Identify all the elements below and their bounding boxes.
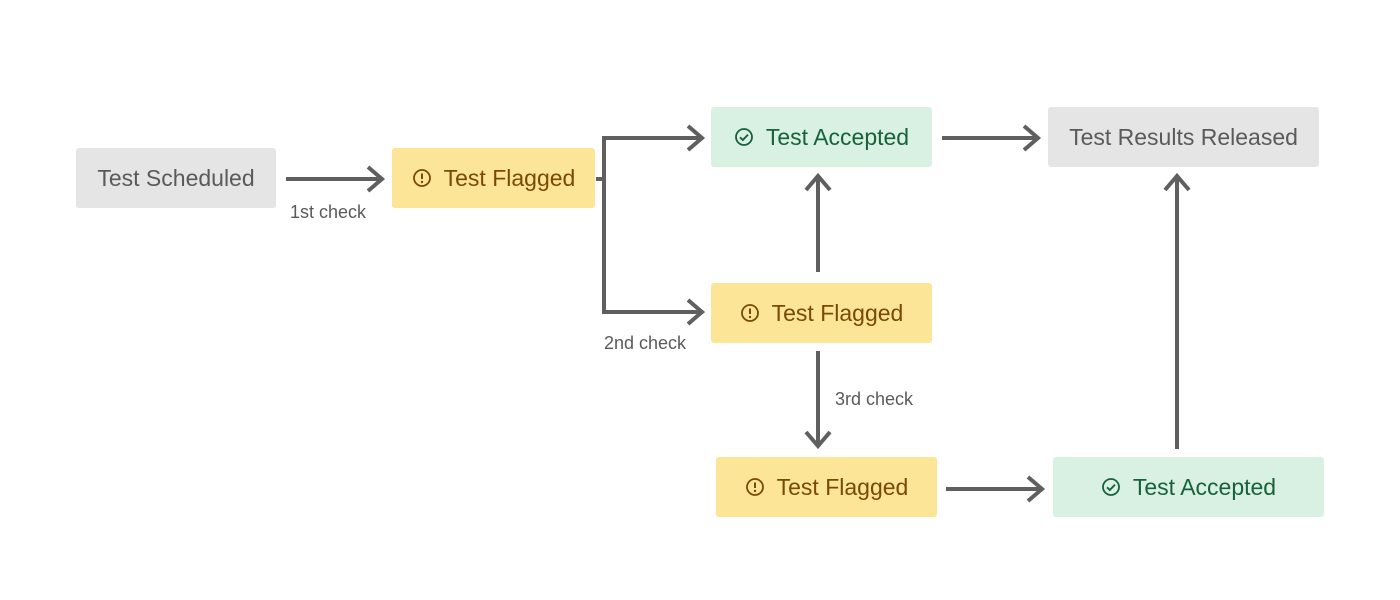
node-label: Test Scheduled	[97, 164, 255, 191]
node-test-flagged-first: Test Flagged	[392, 148, 595, 208]
edge-flagged-branch	[596, 124, 706, 326]
edge-accepted2-to-released	[1163, 172, 1191, 449]
alert-circle-icon	[740, 303, 760, 323]
node-test-results-released: Test Results Released	[1048, 107, 1319, 167]
node-test-scheduled: Test Scheduled	[76, 148, 276, 208]
alert-circle-icon	[412, 168, 432, 188]
edge-label-first-check: 1st check	[290, 202, 367, 222]
node-test-flagged-second: Test Flagged	[711, 283, 932, 343]
check-circle-icon	[1101, 477, 1121, 497]
edge-flagged3-to-accepted2	[946, 475, 1046, 503]
node-label: Test Results Released	[1069, 123, 1298, 150]
node-label: Test Accepted	[1132, 473, 1277, 500]
node-label: Test Flagged	[776, 473, 909, 500]
node-label: Test Flagged	[771, 299, 904, 326]
node-test-accepted-second: Test Accepted	[1053, 457, 1324, 517]
node-test-flagged-third: Test Flagged	[716, 457, 937, 517]
edge-flagged2-to-flagged3	[804, 351, 832, 450]
node-label: Test Accepted	[765, 123, 910, 150]
edge-accepted-to-released	[942, 124, 1042, 152]
edge-label-second-check: 2nd check	[604, 333, 687, 353]
alert-circle-icon	[745, 477, 765, 497]
check-circle-icon	[734, 127, 754, 147]
node-label: Test Flagged	[443, 164, 576, 191]
edge-label-third-check: 3rd check	[835, 389, 914, 409]
edge-flagged2-to-accepted1	[804, 172, 832, 272]
edge-scheduled-to-flagged	[286, 165, 386, 193]
node-test-accepted-first: Test Accepted	[711, 107, 932, 167]
